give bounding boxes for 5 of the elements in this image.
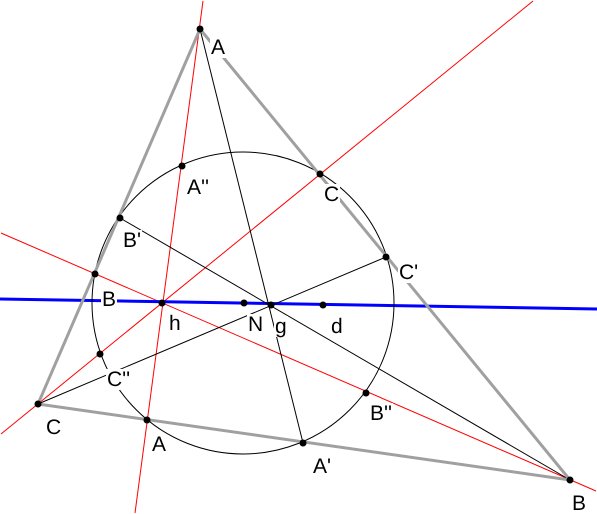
point-label: g bbox=[274, 316, 288, 337]
point-label: A bbox=[210, 37, 226, 58]
point-label: C' bbox=[398, 262, 420, 283]
point-label: C'' bbox=[106, 369, 132, 390]
point-label: C bbox=[323, 184, 340, 205]
